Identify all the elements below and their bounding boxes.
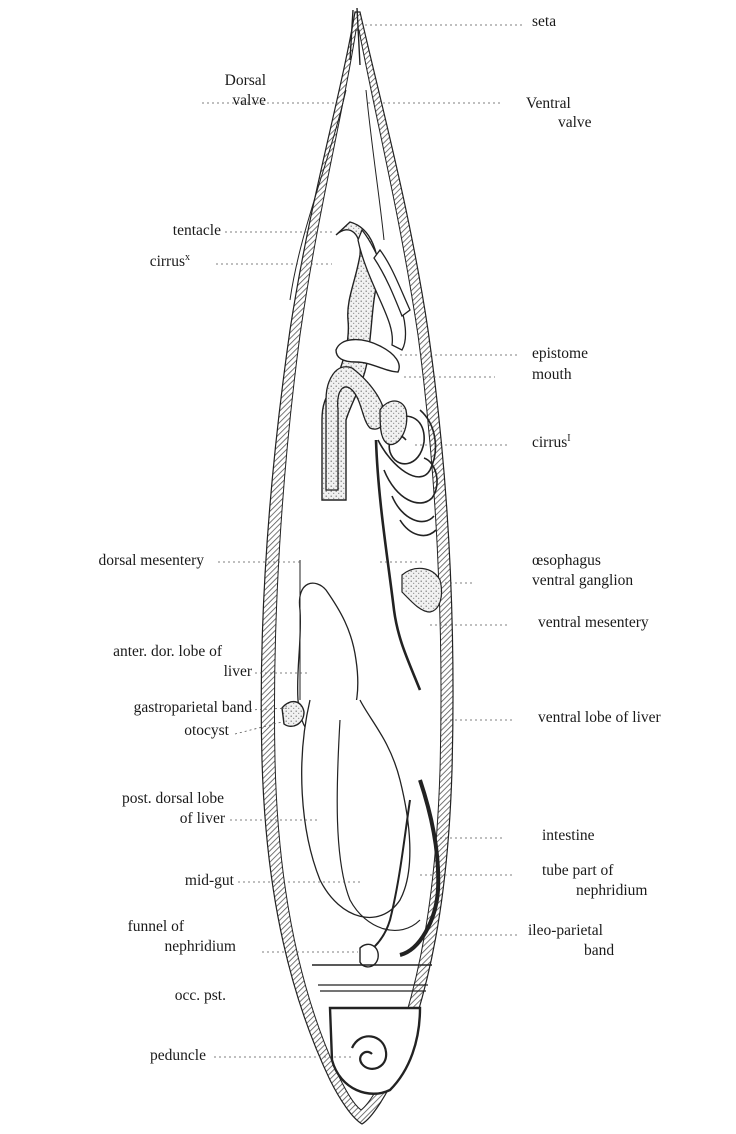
label-occ-pst: occ. pst. [175,987,226,1004]
label-ventral-valve-2: valve [558,114,592,131]
funnel-nephridium [360,944,378,967]
label-intestine: intestine [542,827,595,844]
label-anter-dor-lobe-2: liver [224,663,252,680]
gastroparietal-band [282,702,304,727]
label-seta: seta [532,13,556,30]
label-cirrus-x-sup: x [185,252,190,263]
label-cirrus-i-sup: I [567,433,570,444]
label-dorsal-mesentery: dorsal mesentery [99,552,204,569]
label-ventral-valve-1: Ventral [526,95,571,112]
label-cirrus-x-text: cirrus [150,253,185,270]
label-tentacle: tentacle [173,222,221,239]
label-funnel-1: funnel of [128,918,184,935]
label-ileo-parietal-1: ileo-parietal [528,922,603,939]
label-anter-dor-lobe-1: anter. dor. lobe of [113,643,222,660]
label-dorsal-valve-2: valve [232,92,266,109]
label-epistome: epistome [532,345,588,362]
label-ventral-mesentery: ventral mesentery [538,614,649,631]
label-ventral-lobe-liver: ventral lobe of liver [538,709,661,726]
label-cirrus-i: cirrusI [532,434,571,451]
label-tube-part-2: nephridium [576,882,647,899]
peduncle-outline [330,1008,420,1094]
label-tube-part-1: tube part of [542,862,613,879]
label-mouth: mouth [532,366,572,383]
label-mid-gut: mid-gut [185,872,234,889]
label-gastroparietal-band: gastroparietal band [134,699,252,716]
label-otocyst: otocyst [184,722,229,739]
label-funnel-2: nephridium [165,938,236,955]
label-ventral-ganglion: ventral ganglion [532,572,633,589]
label-dorsal-valve-1: Dorsal [225,72,266,89]
label-peduncle: peduncle [150,1047,206,1064]
label-post-dorsal-lobe-2: of liver [180,810,225,827]
label-cirrus-i-text: cirrus [532,434,567,451]
label-post-dorsal-lobe-1: post. dorsal lobe [122,790,224,807]
label-cirrus-x: cirrusx [150,253,190,270]
label-ileo-parietal-2: band [584,942,614,959]
label-oesophagus: œsophagus [532,552,601,569]
